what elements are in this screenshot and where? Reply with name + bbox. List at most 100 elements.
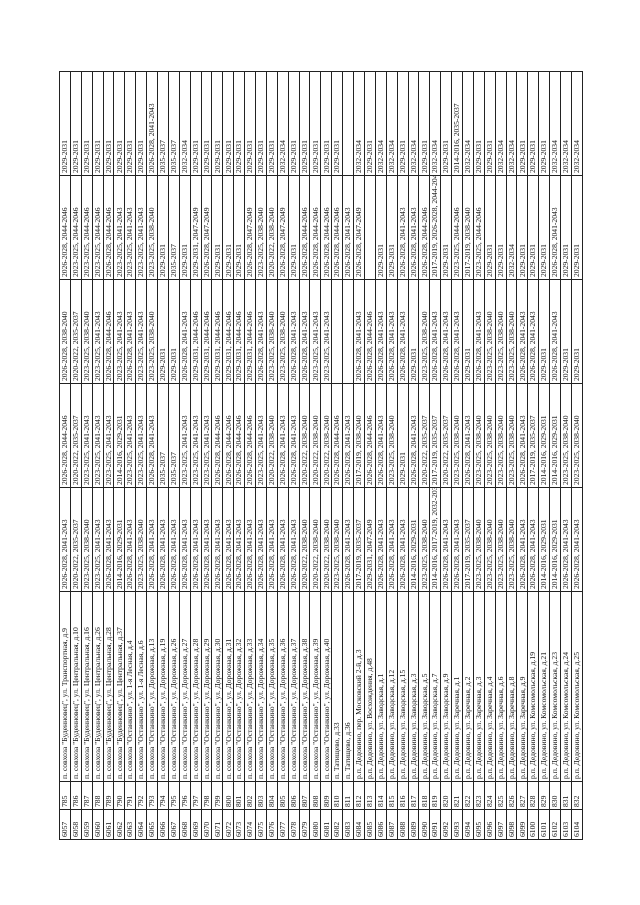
table-cell: р.п. Дедовино, пер. Московский 2-й, д.3 [353,591,365,782]
table-cell: 801 [233,781,245,810]
table-cell: п. совхоза "Останкино", ул. 1-я Лесная, … [135,591,147,782]
table-cell: 2026-2028, 2041-2043 [168,487,180,592]
table-cell: 6078 [288,809,300,840]
table-cell: п. совхоза "Останкино", ул. Дорожная, д.… [179,591,191,782]
table-cell: 2026-2028, 2044-2046 [331,383,343,488]
table-cell: п. совхоза "Буденновец", ул. Транспортна… [59,591,71,782]
table-cell: п. совхоза "Останкино", ул. Дорожная, д.… [320,591,332,782]
table-cell: 2023-2025, 2041-2043 [92,279,104,384]
table-cell: 2026-2028, 2044-2046 [299,175,310,280]
table-cell: 799 [211,781,223,810]
table-cell: 2032-2034 [386,71,398,176]
table-cell: 2026-2028, 2044-2046 [59,383,71,488]
table-cell: 6092 [440,809,452,840]
table-cell: 2026-2028, 2041-2043 [222,487,234,592]
table-cell: 2026-2028, 2041-2043 [288,279,300,384]
table-cell: 2014-2016, 2029-2031 [113,383,125,488]
table-cell: 2029-2031 [201,71,212,176]
table-cell: 6082 [331,809,343,840]
table-cell: п. Татищево, д.33 [331,591,343,782]
table-cell: р.п. Дедовино, ул. Комсомольская, д.19 [527,591,539,782]
table-cell: 2026-2028, 2041-2043 [571,487,583,592]
table-cell: р.п. Дедовино, ул. Комсомольская, д.23 [549,591,561,782]
table-cell: п. совхоза "Буденновец", ул. Центральная… [113,591,125,782]
table-cell: 2026-2028, 2041-2043 [59,487,71,592]
table-cell: 2026-2028, 2041-2043 [201,487,212,592]
table-cell: 2017-2019, 2026-2028, 2044-2046 [429,175,441,280]
table-cell: 2026-2028, 2047-2049 [201,175,212,280]
table-cell: 2026-2028, 2041-2043 [516,487,528,592]
table-cell: 6073 [233,809,245,840]
table-cell: 786 [70,781,82,810]
table-cell: 2026-2028, 2041-2043 [233,487,245,592]
table-cell: 2029-2031 [124,71,136,176]
table-cell: п. совхоза "Останкино", ул. Дорожная, д.… [222,591,234,782]
table-cell: 2029-2031 [168,279,180,384]
table-cell: 6066 [157,809,169,840]
table-cell: 2014-2016, 2029-2031 [538,383,550,488]
table-cell: 2029-2031 [560,279,572,384]
table-cell: п. совхоза "Буденновец", ул. Центральная… [81,591,93,782]
table-cell: 2026-2028, 2041-2043 [527,279,539,384]
table-cell: 6090 [418,809,430,840]
table-cell: 807 [299,781,310,810]
table-cell: 2026-2028, 2041-2043 [462,383,474,488]
table-cell: р.п. Дедовино, ул. Заречная, д.3 [473,591,485,782]
table-cell: 2026-2028, 2038-2040 [59,279,71,384]
table-cell: 6094 [462,809,474,840]
table-cell: р.п. Дедовино, ул. Заречная, д.1 [451,591,463,782]
table-cell: 6093 [451,809,463,840]
table-cell: 2032-2034 [462,71,474,176]
table-cell: 2023-2025, 2038-2040 [484,487,496,592]
table-cell: 2035-2037 [168,175,180,280]
table-cell: 2029-2031 [538,71,550,176]
table-cell: 2026-2028, 2044-2046 [103,175,114,280]
table-cell: 2026-2028, 2041-2043 [375,487,387,592]
table-cell: 2017-2019, 2035-2037 [527,383,539,488]
table-cell: 2026-2028, 2044-2046 [103,279,114,384]
table-cell: 2029-2031, 2047-2049 [364,487,376,592]
table-cell: 6104 [571,809,583,840]
table-cell: 6103 [560,809,572,840]
table-cell: 2026-2028, 2041-2043 [266,487,278,592]
table-cell: 2029-2031 [190,71,202,176]
table-cell: 2029-2031 [244,71,256,176]
table-cell: 789 [103,781,114,810]
table-cell: 6061 [103,809,114,840]
table-cell: п. совхоза "Останкино", ул. Дорожная, д.… [233,591,245,782]
table-cell: 2029-2031 [59,71,71,176]
table-cell: 795 [168,781,180,810]
table-cell: 2029-2031 [157,279,169,384]
table-cell: 6068 [179,809,191,840]
table-cell: 2029-2031, 2044-2046 [222,279,234,384]
table-cell: 2026-2028, 2041-2043 [397,175,408,280]
table-cell: п. совхоза "Останкино", ул. Дорожная, д.… [190,591,202,782]
table-cell: 2023-2025, 2038-2040 [495,487,507,592]
table-cell: 6097 [495,809,507,840]
table-cell: 6083 [342,809,354,840]
table-cell: 2023-2025, 2038-2040 [146,279,158,384]
table-cell: 2023-2025, 2041-2043 [81,383,93,488]
table-cell: 6065 [146,809,158,840]
table-cell: 6100 [527,809,539,840]
table-cell: 798 [201,781,212,810]
table-cell: 6063 [124,809,136,840]
table-cell: 2023-2025, 2041-2043 [320,279,332,384]
table-cell: 2026-2028, 2041-2043 [244,487,256,592]
table-cell: 2023-2025, 2041-2043 [179,383,191,488]
